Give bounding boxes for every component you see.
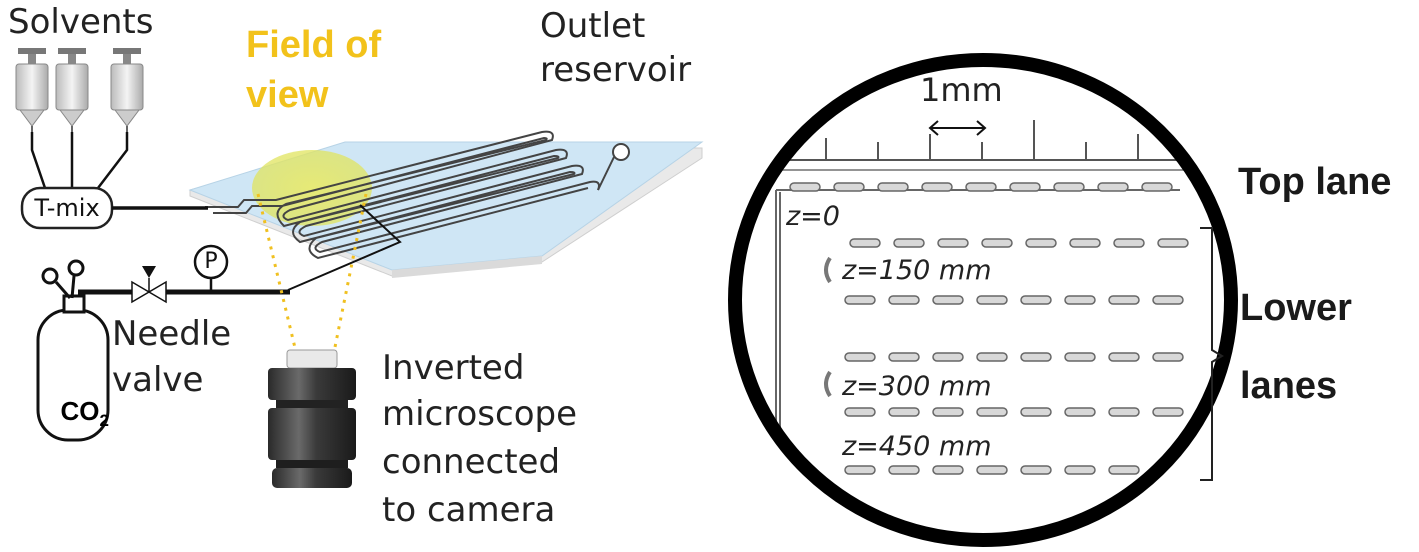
lane-dash <box>1025 238 1057 248</box>
field-of-view-label-line2: view <box>246 74 329 116</box>
lane-dash <box>1152 352 1184 362</box>
lane-dash <box>1020 407 1052 417</box>
lane-dash <box>1064 352 1096 362</box>
field-of-view-label-line1: Field of <box>246 24 382 66</box>
co2-main: CO <box>60 396 100 426</box>
lane-dash <box>981 238 1013 248</box>
lane-dash <box>1108 352 1140 362</box>
lane-dash <box>976 295 1008 305</box>
lane-dash <box>921 182 953 192</box>
lane-dash <box>844 407 876 417</box>
z-label-150: z=150 mm <box>842 255 992 286</box>
microscope-label-line3: connected <box>382 442 561 482</box>
outlet-label-line1: Outlet <box>540 6 646 46</box>
scale-ruler <box>780 120 1200 171</box>
needle-valve-label-line2: valve <box>112 360 204 400</box>
lane-dash <box>1152 295 1184 305</box>
gas-line <box>78 204 402 295</box>
lane-dash <box>1053 182 1085 192</box>
lane-dash <box>1064 407 1096 417</box>
serpentine-channel <box>205 130 630 260</box>
t-mix-label: T-mix <box>34 194 100 222</box>
lane-dash <box>932 407 964 417</box>
lane-dash <box>937 238 969 248</box>
microscope-label-line2: microscope <box>382 394 578 434</box>
lane-dash <box>1069 238 1101 248</box>
microscope-label-line1: Inverted <box>382 348 525 388</box>
top-lane-label: Top lane <box>1238 161 1392 203</box>
lane-dash <box>844 295 876 305</box>
lane-dash <box>888 295 920 305</box>
lower-lanes-bracket <box>1200 227 1224 481</box>
lane-dash <box>1141 182 1173 192</box>
lower-lanes-label-line1: Lower <box>1240 287 1352 329</box>
lane-dash <box>833 182 865 192</box>
lane-dash <box>1108 465 1140 475</box>
lane-dash <box>1009 182 1041 192</box>
lane-inlet-curve <box>824 370 832 398</box>
z-label-300: z=300 mm <box>842 371 992 402</box>
solvents-label: Solvents <box>8 2 154 42</box>
co2-label: CO2 <box>46 366 109 436</box>
lane-dashes <box>789 182 1189 475</box>
lane-dash <box>893 238 925 248</box>
pressure-gauge-label: P <box>204 249 218 274</box>
needle-valve-label-line1: Needle <box>112 314 232 354</box>
lane-dash <box>789 182 821 192</box>
z-label-0: z=0 <box>786 201 840 232</box>
needle-valve-icon <box>131 266 167 304</box>
lane-dash <box>976 465 1008 475</box>
lane-dash <box>844 465 876 475</box>
syringe-icon <box>15 48 49 132</box>
field-of-view-rays <box>256 193 368 353</box>
lane-dash <box>1108 407 1140 417</box>
lane-dash <box>888 352 920 362</box>
lane-dash <box>1157 238 1189 248</box>
outlet-label-line2: reservoir <box>540 50 692 90</box>
pressure-gauge-icon <box>193 244 229 292</box>
z-label-450: z=450 mm <box>842 431 992 462</box>
lane-dash <box>1108 295 1140 305</box>
zoom-view-content <box>735 60 1231 540</box>
magnifier-circle <box>728 53 1238 547</box>
lane-dash <box>844 352 876 362</box>
lane-dash <box>932 352 964 362</box>
solvent-tubing <box>30 132 129 189</box>
lane-dash <box>1020 295 1052 305</box>
lane-dash <box>976 352 1008 362</box>
microscope-label-line4: to camera <box>382 490 556 530</box>
syringe-icon <box>55 48 89 132</box>
co2-cylinder-icon <box>36 259 110 442</box>
lane-dash <box>1113 238 1145 248</box>
lane-dash <box>888 407 920 417</box>
lane-dash <box>1064 465 1096 475</box>
lower-lanes-label-line2: lanes <box>1240 365 1338 407</box>
syringe-icon <box>110 48 144 132</box>
lane-dash <box>976 407 1008 417</box>
lane-dash <box>1020 465 1052 475</box>
lane-dash <box>1020 352 1052 362</box>
lane-dash <box>849 238 881 248</box>
scale-arrow <box>928 120 987 136</box>
microscope-objective-icon <box>268 349 356 488</box>
lane-inlet-curve <box>824 256 832 284</box>
lane-dash <box>1064 295 1096 305</box>
lane-dash <box>1152 407 1184 417</box>
lane-dash <box>877 182 909 192</box>
scale-label: 1mm <box>920 71 1003 109</box>
co2-subscript: 2 <box>99 411 109 431</box>
lane-dash <box>888 465 920 475</box>
lane-dash <box>932 295 964 305</box>
lane-dash <box>1097 182 1129 192</box>
lane-dash <box>965 182 997 192</box>
lane-dash <box>932 465 964 475</box>
